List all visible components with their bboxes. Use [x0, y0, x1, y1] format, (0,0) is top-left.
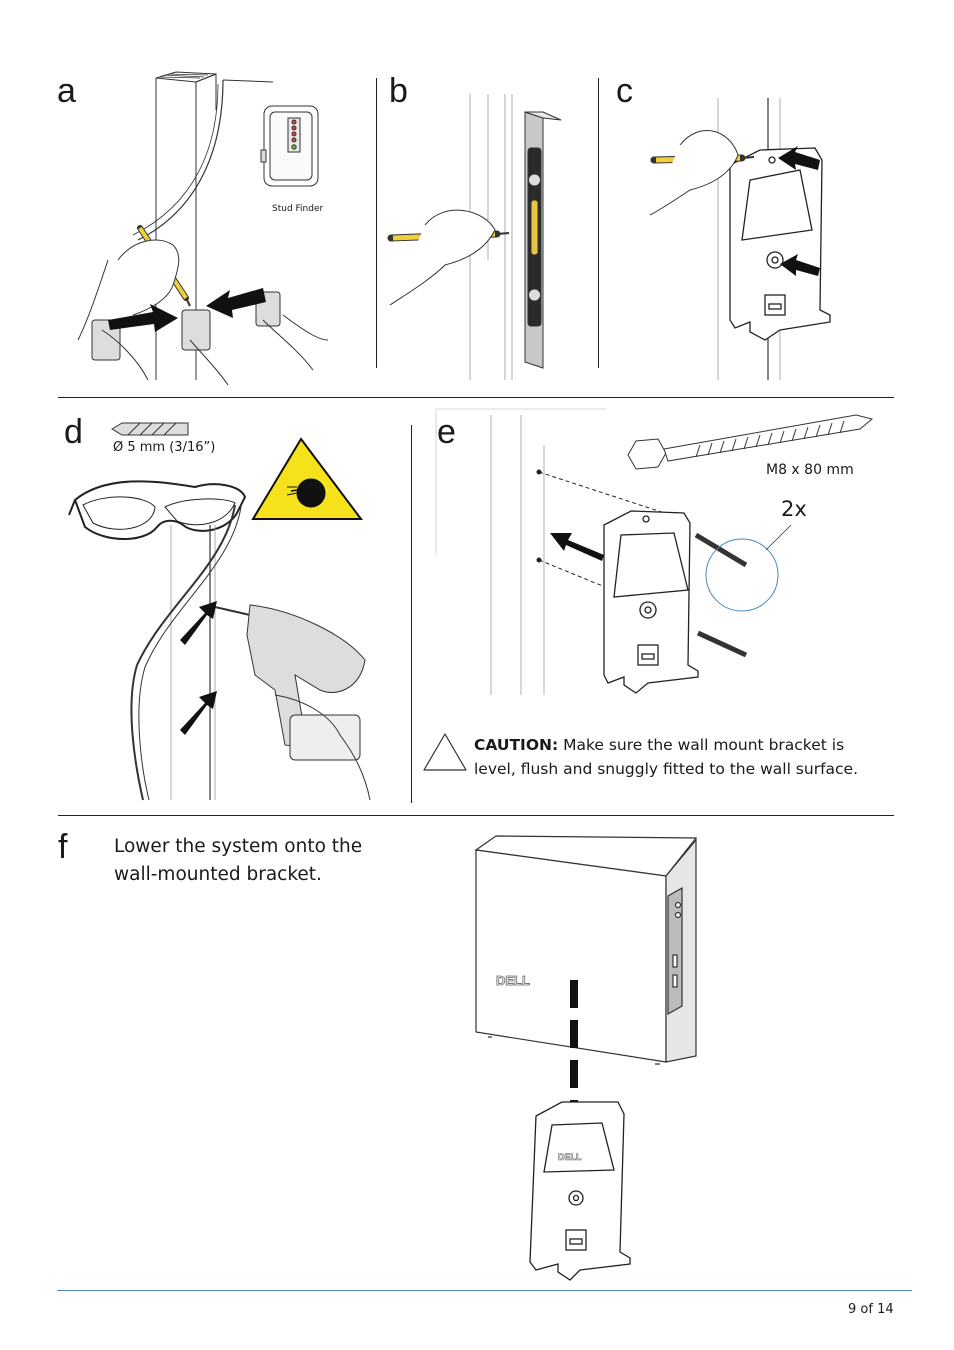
caution-text: CAUTION: Make sure the wall mount bracke… — [474, 733, 884, 781]
spirit-level-image — [524, 111, 562, 369]
step-f-illustration: DELL DELL — [474, 835, 698, 1281]
arrow-left-icon — [206, 288, 266, 318]
safety-glasses-image — [68, 480, 247, 540]
step-letter-e: e — [437, 413, 456, 451]
step-letter-c: c — [616, 72, 633, 110]
step-b-illustration — [387, 94, 562, 380]
stud-finder-label: Stud Finder — [272, 204, 324, 214]
drill-bit-image — [111, 422, 189, 436]
step-c-illustration — [649, 98, 831, 380]
arrow-right-icon — [108, 304, 178, 332]
step-letter-d: d — [64, 413, 83, 451]
arrow-left-icon — [778, 146, 820, 170]
stud-finder-device-image — [260, 105, 319, 187]
footer-rule — [57, 1290, 912, 1291]
arrow-up-right-icon — [180, 601, 217, 645]
screw-size-label: M8 x 80 mm — [766, 462, 854, 478]
arrow-left-icon — [550, 533, 604, 561]
step-a-illustration — [77, 71, 329, 386]
step-letter-a: a — [57, 72, 76, 110]
screw-callout-circle — [705, 538, 779, 612]
divider-d-e — [411, 425, 412, 803]
quantity-label: 2x — [781, 497, 807, 521]
caution-icon — [423, 733, 467, 771]
wall-bracket-image — [729, 147, 831, 341]
drill-bit-label: Ø 5 mm (3/16”) — [113, 440, 216, 455]
step-f-line-2: wall-mounted bracket. — [114, 864, 322, 885]
wall-bracket-image — [603, 510, 699, 694]
lag-screw-image — [627, 414, 874, 470]
step-f-instruction: Lower the system onto the wall-mounted b… — [114, 833, 414, 889]
dell-computer-image — [474, 835, 698, 1065]
row-divider-2 — [58, 815, 894, 816]
arrow-up-right-icon — [180, 691, 217, 735]
brand-logo: DELL — [558, 1152, 582, 1162]
step-letter-f: f — [58, 828, 68, 866]
divider-a-b — [376, 78, 377, 368]
wall-bracket-image — [529, 1101, 631, 1281]
row-divider-1 — [58, 397, 894, 398]
drill-image — [214, 604, 366, 761]
step-d-illustration — [68, 437, 371, 801]
page-number: 9 of 14 — [848, 1302, 894, 1317]
caution-heading: CAUTION: — [474, 736, 559, 754]
step-f-line-1: Lower the system onto the — [114, 836, 363, 857]
step-letter-b: b — [389, 72, 408, 110]
arrow-left-icon — [780, 254, 820, 276]
eye-protection-warning-icon — [251, 437, 363, 520]
caution-line-1: Make sure the wall mount bracket is — [558, 736, 845, 754]
divider-b-c — [598, 78, 599, 368]
step-e-illustration — [435, 408, 874, 695]
caution-line-2: level, flush and snuggly fitted to the w… — [474, 760, 859, 778]
brand-logo: DELL — [496, 973, 530, 988]
